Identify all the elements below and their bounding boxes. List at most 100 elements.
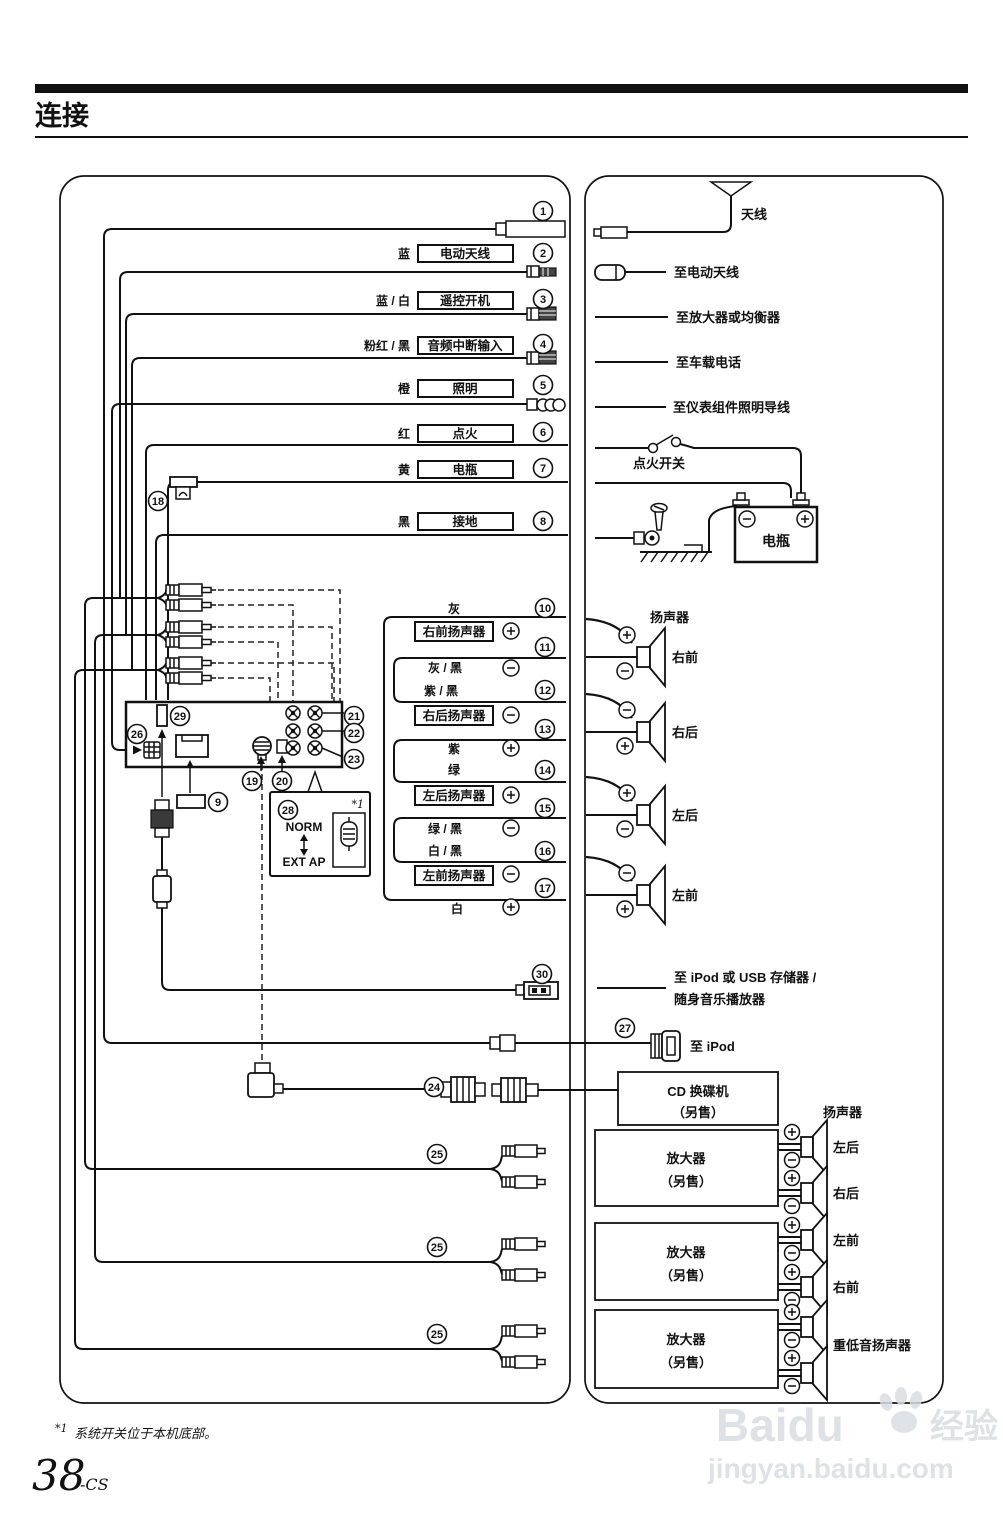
speaker-box-label: 左后扬声器	[422, 788, 486, 803]
amplifier-sold-separately: （另售）	[660, 1268, 712, 1283]
amp-speaker-label: 右前	[832, 1280, 859, 1295]
callout: 7	[540, 463, 546, 475]
din-plug-icon	[491, 1077, 539, 1103]
bullet-connector-icon	[526, 265, 557, 278]
wire-function-box	[417, 291, 514, 310]
callout: 5	[540, 380, 546, 392]
plus-icon	[621, 905, 629, 913]
usb-connector-icon	[515, 981, 559, 1000]
harness-socket-icon	[175, 734, 209, 758]
speaker-icon	[800, 1136, 814, 1158]
speaker-label: 左前	[672, 888, 698, 903]
power-antenna-row: 至电动天线	[594, 264, 739, 281]
watermark-url: jingyan.baidu.com	[707, 1453, 954, 1484]
callout: 25	[431, 1149, 443, 1161]
wire-function-box	[417, 244, 514, 263]
rca-plug-icon	[165, 620, 216, 634]
header-bar	[35, 84, 968, 93]
speaker-front-left: 左前	[585, 855, 698, 927]
amplifier-label: 放大器	[665, 1151, 706, 1166]
amp-speaker: 左后	[778, 1117, 859, 1177]
wire-color-label: 白	[451, 901, 463, 916]
cd-changer-box: CD 换碟机 （另售）	[617, 1071, 779, 1126]
to-car-phone-label: 至车载电话	[676, 355, 741, 370]
amplifier-label: 放大器	[665, 1245, 706, 1260]
plus-icon	[788, 1128, 796, 1136]
speaker-icon	[812, 1163, 828, 1223]
rca-extension-cable	[489, 1237, 546, 1282]
speaker-box-label: 左前扬声器	[422, 868, 486, 883]
wire-function-box	[417, 336, 514, 355]
callout: 12	[539, 685, 551, 697]
plus-icon	[788, 1174, 796, 1182]
amplifier-label: 放大器	[665, 1332, 706, 1347]
speaker-front-right: 右前	[585, 617, 698, 689]
speaker-icon	[649, 700, 666, 764]
callout-numbers: 1 2 3 4 5 6 7 8 9 10 11 12 13 14 15 16 1…	[126, 200, 636, 1345]
wire-function-label: 电动天线	[440, 246, 491, 261]
speaker-rear-left: 左后	[585, 775, 698, 847]
antenna-socket-icon	[156, 704, 168, 727]
wire-color-label: 粉红 / 黑	[364, 338, 410, 353]
to-ipod-label: 至 iPod	[690, 1039, 735, 1054]
plus-icon	[788, 1308, 796, 1316]
speaker-icon	[636, 721, 651, 743]
callout: 29	[174, 711, 186, 723]
amp-speaker	[778, 1297, 828, 1357]
callout: 15	[539, 803, 551, 815]
antenna-row: 天线	[593, 181, 767, 239]
wire-function-label: 音频中断输入	[427, 338, 503, 353]
speaker-icon	[812, 1117, 828, 1177]
to-illumination-label: 至仪表组件照明导线	[673, 400, 790, 415]
callout: 8	[540, 516, 546, 528]
amp-speaker-label: 左前	[833, 1233, 859, 1248]
wire-function-box	[417, 424, 514, 443]
ext-ap-label: EXT AP	[283, 855, 326, 869]
cd-changer-sold-separately: （另售）	[672, 1105, 724, 1120]
rca-plug-icon	[165, 656, 216, 670]
callout: 14	[539, 765, 552, 777]
iso-antenna-connector-icon	[495, 220, 566, 238]
speaker-rear-right: 右后	[585, 692, 698, 764]
pointer-arrows	[133, 729, 286, 797]
wire-color-label: 黄	[398, 462, 410, 477]
amp-speakers-header: 扬声器	[823, 1105, 863, 1120]
head-unit-rear-panel	[124, 700, 344, 769]
page-number-value: 38	[32, 1451, 85, 1500]
antenna-label: 天线	[741, 207, 767, 222]
usb-label-line2: 随身音乐播放器	[674, 992, 766, 1007]
footnote: *1 系统开关位于本机底部。	[55, 1422, 217, 1442]
wire-function-box	[417, 460, 514, 479]
wire-function-box	[417, 512, 514, 531]
polarity-signs-left	[502, 622, 520, 916]
callout: 25	[431, 1242, 443, 1254]
speaker-label: 右后	[671, 725, 698, 740]
callout: 25	[431, 1329, 443, 1341]
wire-color-label: 白 / 黑	[428, 843, 462, 858]
amplifier-box-2: 放大器 （另售） 左前 右前	[594, 1210, 859, 1317]
speaker-icon	[649, 863, 666, 927]
callout: 18	[152, 496, 164, 508]
callout: 20	[276, 776, 288, 788]
amp-speaker	[778, 1343, 828, 1403]
rca-plug-icon	[165, 598, 216, 612]
plus-icon	[507, 791, 515, 799]
callout: 11	[539, 642, 551, 654]
antenna-plug-assembly	[150, 799, 516, 991]
din-plug-icon	[440, 1076, 486, 1103]
cd-changer-cable	[247, 764, 618, 1103]
wire-color-label: 紫 / 黑	[424, 683, 458, 698]
page-header: 连接	[35, 84, 968, 138]
callout: 26	[131, 729, 143, 741]
plus-icon	[788, 1268, 796, 1276]
wire-color-label: 红	[398, 426, 410, 441]
rca-cable-routes	[74, 590, 490, 1350]
rca-extension-cable	[489, 1144, 546, 1189]
subwoofer-label: 重低音扬声器	[833, 1338, 912, 1353]
callout: 13	[539, 724, 551, 736]
wire-color-label: 橙	[398, 381, 411, 396]
ground-circuit	[595, 502, 712, 563]
illumination-row: 至仪表组件照明导线	[595, 400, 790, 415]
wire-color-label: 绿 / 黑	[428, 821, 462, 836]
callout: 24	[428, 1082, 441, 1094]
